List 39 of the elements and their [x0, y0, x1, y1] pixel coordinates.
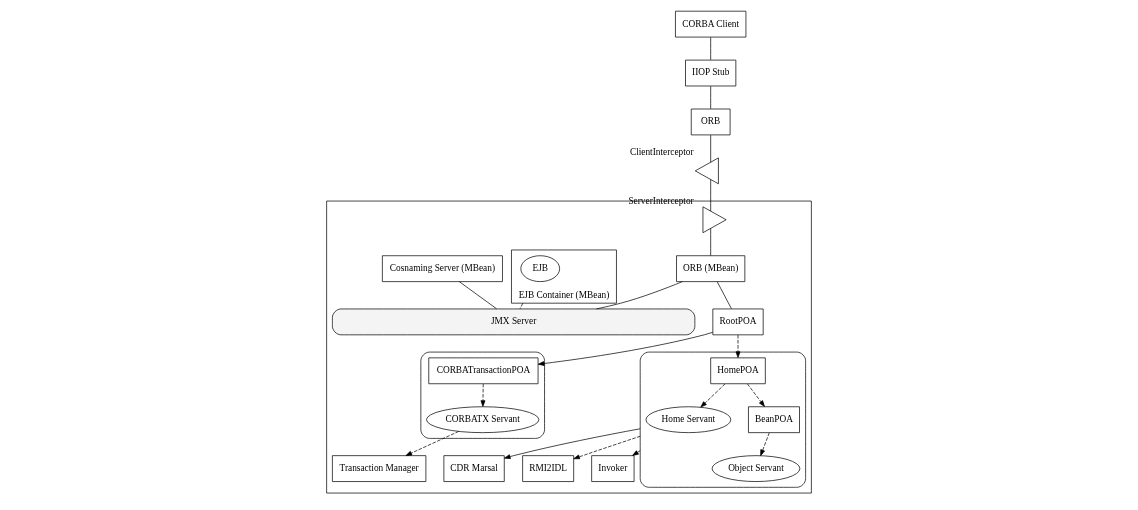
- node-ellipse: Object Servant: [711, 455, 801, 482]
- node-box: BeanPOA: [748, 406, 800, 433]
- node-box: IIOP Stub: [685, 59, 737, 87]
- node-box: Transaction Manager: [332, 455, 427, 482]
- arrow: [735, 334, 741, 358]
- node-triangle: [694, 157, 719, 185]
- node-box: RootPOA: [712, 308, 764, 336]
- arrow: [700, 383, 726, 408]
- node-box: ORB (MBean): [676, 255, 746, 282]
- node-label: ClientInterceptor: [629, 147, 694, 158]
- node-box: ORB: [690, 108, 731, 136]
- connector: [716, 281, 732, 309]
- arrow: [537, 331, 714, 366]
- arrow: [760, 432, 770, 457]
- connector: [710, 36, 712, 61]
- arrow: [632, 450, 641, 456]
- connector: [458, 281, 497, 310]
- node-triangle: [702, 206, 727, 234]
- node-box: JMX Server: [332, 308, 696, 336]
- node-ellipse: EJB: [520, 255, 560, 282]
- arrow: [573, 435, 641, 460]
- node-box: RMI2IDL: [522, 455, 575, 482]
- node-box: Cosnaming Server (MBean): [382, 255, 503, 282]
- node-ellipse: CORBATX Servant: [426, 406, 540, 433]
- connector: [710, 228, 712, 256]
- node-box: CORBATransactionPOA: [428, 357, 539, 385]
- arrow: [480, 383, 486, 407]
- node-ellipse: Home Servant: [645, 406, 732, 433]
- connector: [519, 302, 524, 310]
- node-box: HomePOA: [710, 357, 766, 385]
- node-box: CORBA Client: [675, 10, 747, 38]
- arrow: [504, 428, 641, 459]
- connector: [710, 179, 712, 212]
- node-label: ServerInterceptor: [628, 196, 694, 207]
- arrow: [405, 431, 460, 456]
- node-box: Invoker: [591, 455, 635, 482]
- node-box: CDR Marsal: [443, 455, 505, 482]
- arrow: [747, 383, 765, 407]
- connector: [710, 134, 712, 163]
